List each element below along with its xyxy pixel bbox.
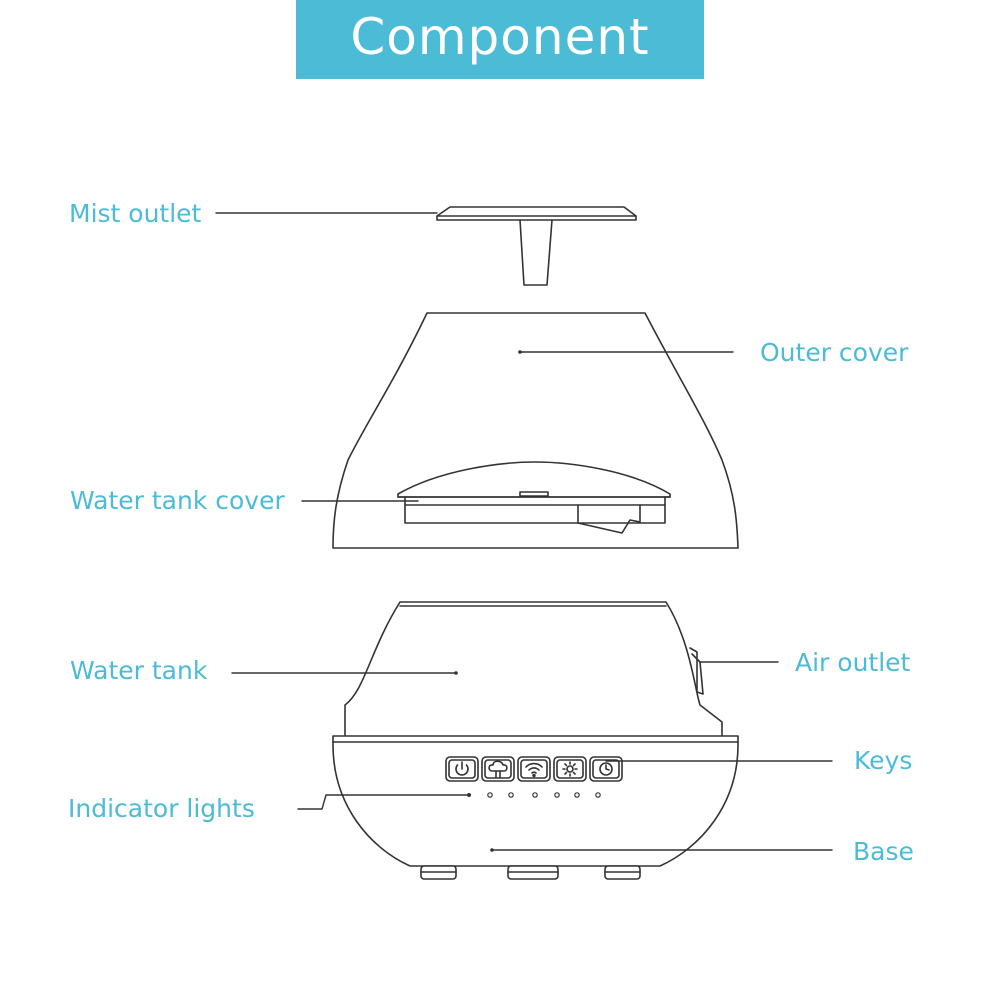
mist-icon	[481, 756, 515, 782]
water-tank-cover-part	[397, 461, 671, 534]
light-icon	[553, 756, 587, 782]
timer-icon	[589, 756, 623, 782]
mist-outlet-part	[436, 206, 637, 286]
base-part	[332, 735, 739, 880]
label-outer-cover: Outer cover	[760, 338, 909, 367]
wifi-icon	[517, 756, 551, 782]
keys-panel	[445, 756, 623, 782]
leader-lines	[215, 212, 833, 851]
outer-cover-part	[332, 312, 739, 549]
indicator-lights	[467, 792, 601, 798]
label-water-tank: Water tank	[70, 656, 208, 685]
label-mist-outlet: Mist outlet	[69, 199, 202, 228]
label-indicator-lights: Indicator lights	[68, 794, 255, 823]
power-icon	[445, 756, 479, 782]
label-air-outlet: Air outlet	[795, 648, 911, 677]
page-title: Component	[350, 7, 650, 66]
water-tank-part	[344, 601, 723, 741]
label-base: Base	[853, 837, 914, 866]
label-keys: Keys	[854, 746, 913, 775]
title-banner: Component	[296, 0, 704, 79]
label-water-tank-cover: Water tank cover	[70, 486, 285, 515]
